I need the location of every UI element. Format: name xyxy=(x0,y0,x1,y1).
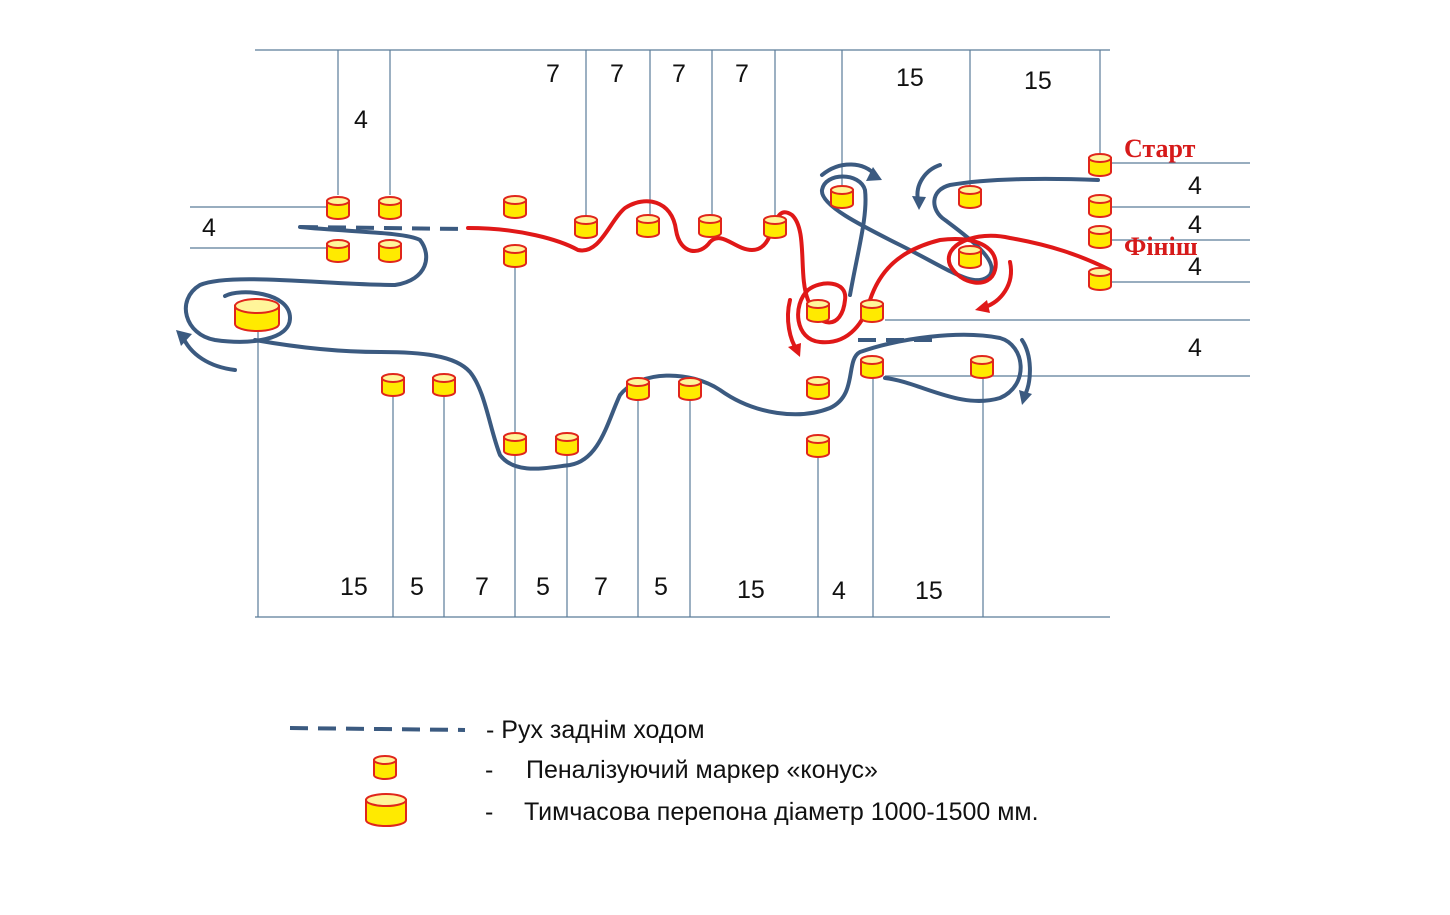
legend-obstacle-icon xyxy=(365,793,407,827)
cone-marker xyxy=(958,185,982,209)
cone-marker xyxy=(678,377,702,401)
dim-bottom: 7 xyxy=(475,573,489,601)
dim-top: 4 xyxy=(354,106,368,134)
legend-reverse-line xyxy=(289,726,466,732)
cone-marker xyxy=(806,376,830,400)
dimension-labels-right: 4 4 4 4 xyxy=(1188,172,1202,362)
dim-bottom: 15 xyxy=(915,577,943,605)
dim-bottom: 5 xyxy=(654,573,668,601)
cone-marker xyxy=(806,299,830,323)
legend-cone-icon xyxy=(373,755,397,780)
dim-bottom: 5 xyxy=(536,573,550,601)
dim-bottom: 7 xyxy=(594,573,608,601)
cone-marker xyxy=(806,434,830,458)
dim-top: 15 xyxy=(896,64,924,92)
dim-top: 7 xyxy=(546,60,560,88)
cone-marker xyxy=(763,215,787,239)
dim-right: 4 xyxy=(1188,211,1202,239)
cone-marker xyxy=(860,355,884,379)
cone-marker xyxy=(1088,225,1112,249)
dim-right: 4 xyxy=(1188,253,1202,281)
cone-marker xyxy=(503,195,527,219)
cone-marker xyxy=(378,196,402,220)
cone-marker xyxy=(1088,153,1112,177)
cone-marker xyxy=(698,214,722,238)
legend-reverse-text: - Рух заднім ходом xyxy=(486,716,705,744)
cone-marker xyxy=(432,373,456,397)
start-label: Старт xyxy=(1124,134,1196,163)
dim-bottom: 15 xyxy=(737,576,765,604)
cone-marker xyxy=(1088,267,1112,291)
dimension-lines xyxy=(190,49,1250,618)
legend-obstacle-dash: - xyxy=(485,798,493,826)
dim-top: 7 xyxy=(672,60,686,88)
cone-marker xyxy=(503,244,527,268)
finish-label: Фініш xyxy=(1124,232,1198,261)
cone-marker xyxy=(636,214,660,238)
legend: - Рух заднім ходом - Пеналізуючий маркер… xyxy=(289,716,1039,827)
dimension-labels-bottom: 15 5 7 5 7 5 15 4 15 xyxy=(340,573,943,605)
dimension-labels-left: 4 xyxy=(202,214,216,242)
obstacle-marker xyxy=(234,298,280,332)
cone-marker xyxy=(1088,194,1112,218)
cone-marker xyxy=(555,432,579,456)
dim-top: 7 xyxy=(735,60,749,88)
cone-marker xyxy=(958,245,982,269)
dimension-labels-top: 4 7 7 7 7 15 15 xyxy=(354,60,1052,134)
cone-markers xyxy=(326,153,1112,458)
cone-marker xyxy=(503,432,527,456)
dim-bottom: 15 xyxy=(340,573,368,601)
legend-cone-text: Пеналізуючий маркер «конус» xyxy=(526,756,878,784)
dim-left: 4 xyxy=(202,214,216,242)
legend-obstacle-text: Тимчасова перепона діаметр 1000-1500 мм. xyxy=(524,798,1039,826)
dim-right: 4 xyxy=(1188,172,1202,200)
cone-marker xyxy=(378,239,402,263)
blue-route xyxy=(176,162,1100,471)
red-route xyxy=(466,199,1112,357)
cone-marker xyxy=(381,373,405,397)
dim-bottom: 4 xyxy=(832,577,846,605)
legend-cone-dash: - xyxy=(485,756,493,784)
cone-marker xyxy=(830,185,854,209)
dim-top: 7 xyxy=(610,60,624,88)
cone-marker xyxy=(326,196,350,220)
dim-right: 4 xyxy=(1188,334,1202,362)
cone-marker xyxy=(970,355,994,379)
cone-marker xyxy=(574,215,598,239)
dim-bottom: 5 xyxy=(410,573,424,601)
dim-top: 15 xyxy=(1024,67,1052,95)
cone-marker xyxy=(626,377,650,401)
cone-marker xyxy=(326,239,350,263)
cone-marker xyxy=(860,299,884,323)
